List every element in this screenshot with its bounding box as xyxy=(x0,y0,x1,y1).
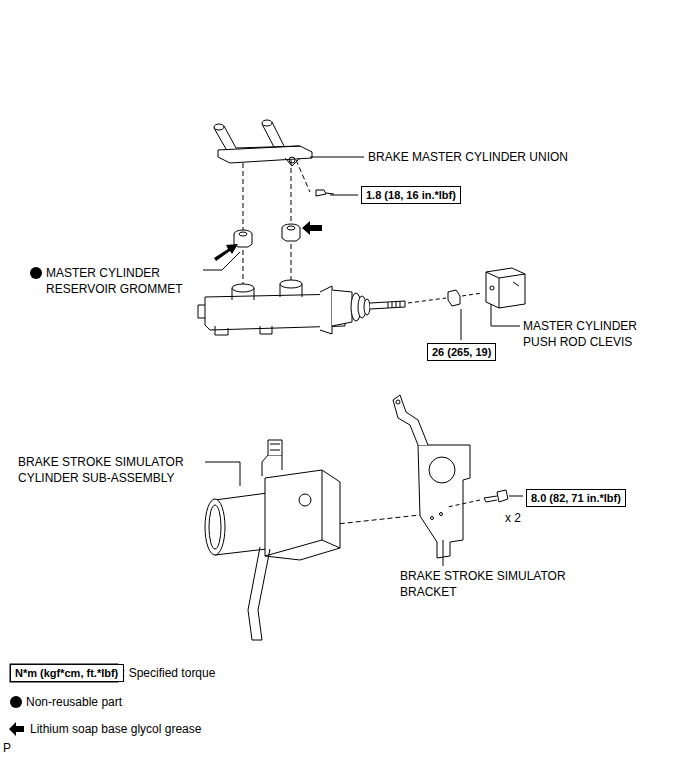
torque-value: 1.8 (18, 16 in.*lbf) xyxy=(366,189,456,201)
torque-value: 8.0 (82, 71 in.*lbf) xyxy=(531,492,621,504)
legend-text: Lithium soap base glycol grease xyxy=(30,721,201,737)
part-name: MASTER CYLINDER RESERVOIR GROMMET xyxy=(46,265,206,297)
torque-value: 26 (265, 19) xyxy=(432,346,491,358)
torque-box: 8.0 (82, 71 in.*lbf) xyxy=(526,489,626,507)
page-marker: P xyxy=(3,740,23,756)
part-name: BRAKE STROKE SIMULATOR CYLINDER SUB-ASSE… xyxy=(18,454,204,486)
torque-box: 26 (265, 19) xyxy=(427,343,496,361)
part-name: BRAKE MASTER CYLINDER UNION xyxy=(368,149,618,165)
quantity-label: x 2 xyxy=(505,510,545,526)
torque-value: N*m (kgf*cm, ft.*lbf) xyxy=(15,667,118,679)
torque-legend-box: N*m (kgf*cm, ft.*lbf) xyxy=(10,664,124,682)
legend-text: Non-reusable part xyxy=(26,694,122,710)
legend-text: : Specified torque xyxy=(122,665,215,681)
part-name: BRAKE STROKE SIMULATOR BRACKET xyxy=(400,568,586,600)
part-name: MASTER CYLINDER PUSH ROD CLEVIS xyxy=(523,318,663,350)
torque-box: 1.8 (18, 16 in.*lbf) xyxy=(361,186,461,204)
